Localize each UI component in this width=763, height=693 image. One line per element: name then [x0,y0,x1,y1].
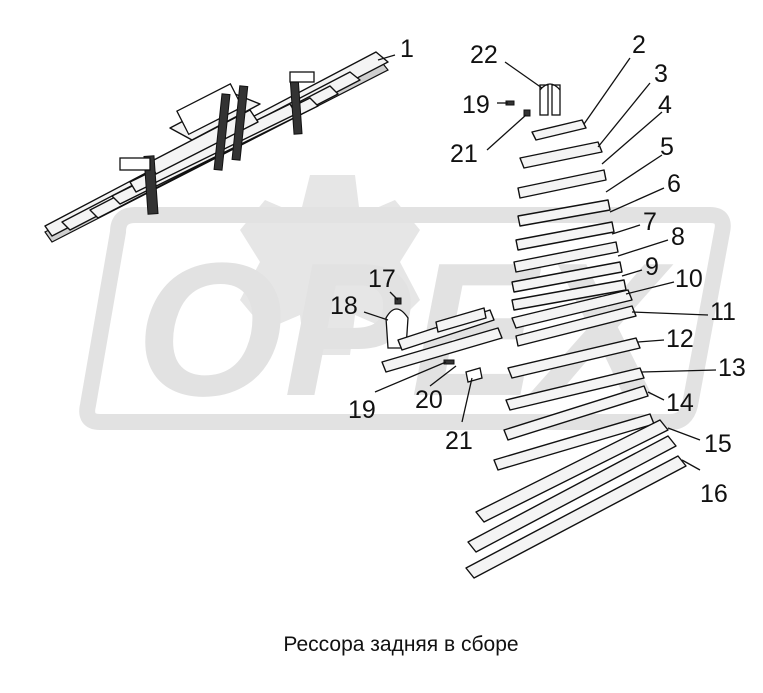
leaf-12 [507,337,641,379]
leader-lines [363,54,717,471]
diagram-caption: Рессора задняя в сборе [283,633,518,656]
callout-22: 22 [470,41,498,69]
callout-labels: 1 22 2 3 19 4 21 5 6 7 8 9 17 10 18 11 1… [330,31,746,508]
leaf-6 [515,221,615,251]
callout-13: 13 [718,354,746,382]
leaf-13 [505,367,645,411]
leaf-11 [515,305,637,347]
assembled-leaf-spring [44,51,389,243]
callout-5: 5 [660,133,674,161]
callout-12: 12 [666,325,694,353]
leaf-14 [503,385,649,441]
callout-2: 2 [632,31,646,59]
leaf-4 [517,169,607,199]
leaf-5 [517,199,611,227]
callout-8: 8 [671,223,685,251]
leaf-2 [531,119,587,141]
callout-1: 1 [400,35,414,63]
callout-17: 17 [368,265,396,293]
callout-16: 16 [700,480,728,508]
leaf-15 [475,419,669,523]
callout-7: 7 [643,208,657,236]
callout-15: 15 [704,430,732,458]
leaf-7 [513,241,619,273]
callout-21-left: 21 [445,427,473,455]
clamp-bolt-top [505,83,561,117]
callout-3: 3 [654,60,668,88]
spring-leaf-stack [465,119,687,579]
leaf-10 [511,289,633,329]
leaf-15b [467,435,677,553]
callout-4: 4 [658,91,672,119]
callout-19-left: 19 [348,396,376,424]
callout-9: 9 [645,253,659,281]
callout-6: 6 [667,170,681,198]
callout-21-top: 21 [450,140,478,168]
clamp-subassembly [381,297,503,383]
leaf-16 [465,455,687,579]
callout-10: 10 [675,265,703,293]
callout-14: 14 [666,389,694,417]
callout-18: 18 [330,292,358,320]
callout-20: 20 [415,386,443,414]
callout-19-top: 19 [462,91,490,119]
leaf-3 [519,141,603,169]
callout-11: 11 [710,298,736,326]
leaf-8 [511,261,623,293]
